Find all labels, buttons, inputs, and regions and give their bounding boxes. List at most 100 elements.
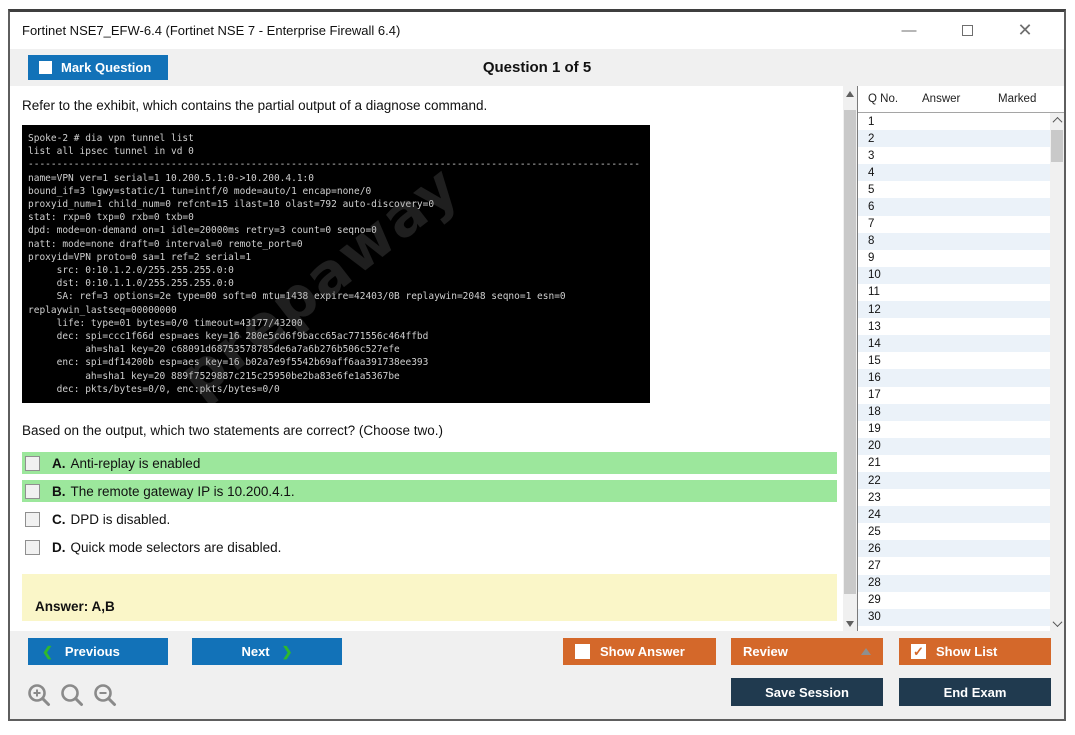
row-question-number: 8 [868,235,875,248]
end-exam-label: End Exam [943,684,1007,700]
question-list-row[interactable]: 21 [858,455,1050,472]
option-text: Quick mode selectors are disabled. [70,539,282,555]
question-list-row[interactable]: 19 [858,421,1050,438]
console-line: enc: spi=df14200b esp=aes key=16 b02a7e9… [28,357,429,369]
close-icon[interactable]: ✕ [1017,20,1033,40]
option-text: The remote gateway IP is 10.200.4.1. [70,483,295,499]
console-line: ah=sha1 key=20 c68091d68753578785de6a7a6… [28,344,400,356]
question-list-row[interactable]: 27 [858,557,1050,574]
content-scrollbar-thumb[interactable] [844,110,856,594]
next-button[interactable]: Next ❯ [192,638,342,665]
question-list-row[interactable]: 22 [858,471,1050,490]
zoom-out-icon[interactable] [92,682,119,709]
question-list-row[interactable]: 24 [858,506,1050,524]
save-session-label: Save Session [765,684,849,700]
question-list-row[interactable]: 15 [858,352,1050,369]
zoom-reset-icon[interactable] [59,682,86,709]
question-list-row[interactable]: 26 [858,540,1050,558]
question-list-scrollbar-thumb[interactable] [1051,130,1063,162]
question-list-row[interactable]: 17 [858,387,1050,404]
maximize-icon[interactable] [938,12,996,49]
question-list-row[interactable]: 6 [858,198,1050,216]
option-row-b[interactable]: B.The remote gateway IP is 10.200.4.1. [22,480,837,502]
option-row-a[interactable]: A.Anti-replay is enabled [22,452,837,474]
scroll-down-icon[interactable] [843,616,857,631]
list-scroll-down-icon[interactable] [1050,616,1064,631]
question-list-row[interactable]: 1 [858,113,1050,130]
question-list-row[interactable]: 25 [858,523,1050,540]
minimize-icon[interactable]: — [901,22,917,39]
question-list-row[interactable]: 11 [858,284,1050,301]
question-list-row[interactable]: 4 [858,164,1050,182]
question-list-row[interactable]: 14 [858,335,1050,353]
question-list-row[interactable]: 12 [858,301,1050,319]
question-list-row[interactable]: 18 [858,403,1050,421]
show-list-button[interactable]: ✓ Show List [899,638,1051,665]
question-list-header: Q No. Answer Marked [858,86,1064,113]
option-checkbox[interactable] [25,483,40,499]
question-list-row[interactable]: 13 [858,318,1050,335]
console-line: SA: ref=3 options=2e type=00 soft=0 mtu=… [28,291,566,303]
scroll-up-icon[interactable] [843,86,857,101]
question-header-band: Mark Question Question 1 of 5 [10,49,1064,86]
answer-text: Answer: A,B [35,599,115,614]
row-question-number: 22 [868,474,881,487]
option-row-d[interactable]: D.Quick mode selectors are disabled. [22,536,837,558]
question-list-row[interactable]: 23 [858,489,1050,506]
previous-button[interactable]: ❮ Previous [28,638,168,665]
option-text: DPD is disabled. [70,511,171,527]
question-list-row[interactable]: 29 [858,592,1050,609]
question-list-row[interactable]: 9 [858,250,1050,267]
row-question-number: 10 [868,269,881,282]
question-list-row[interactable]: 30 [858,608,1050,626]
row-question-number: 6 [868,201,875,214]
show-list-checkbox[interactable]: ✓ [911,644,926,659]
option-letter: B. [52,483,66,499]
save-session-button[interactable]: Save Session [731,678,883,706]
row-question-number: 15 [868,354,881,367]
content-scrollbar[interactable] [843,86,857,631]
question-list-row[interactable]: 8 [858,232,1050,250]
previous-label: Previous [64,644,120,659]
question-list-row[interactable]: 5 [858,181,1050,198]
question-list-row[interactable]: 3 [858,147,1050,164]
console-line: name=VPN ver=1 serial=1 10.200.5.1:0->10… [28,172,314,184]
end-exam-button[interactable]: End Exam [899,678,1051,706]
row-question-number: 18 [868,406,881,419]
question-list-row[interactable]: 7 [858,216,1050,233]
option-checkbox[interactable] [25,455,40,471]
zoom-controls [26,682,119,709]
row-question-number: 11 [868,286,880,299]
zoom-in-icon[interactable] [26,682,53,709]
question-prompt-text: Based on the output, which two statement… [22,423,443,438]
show-answer-checkbox[interactable] [575,644,590,659]
row-question-number: 25 [868,525,881,538]
mark-question-checkbox[interactable] [39,61,52,74]
console-line: replaywin_lastseq=00000000 [28,304,177,316]
console-line: proxyid=VPN proto=0 sa=1 ref=2 serial=1 [28,251,252,263]
row-question-number: 7 [868,218,875,231]
mark-question-button[interactable]: Mark Question [28,55,168,80]
window-title: Fortinet NSE7_EFW-6.4 (Fortinet NSE 7 - … [22,23,401,38]
question-list-scrollbar[interactable] [1050,113,1064,631]
question-list-row[interactable]: 28 [858,574,1050,592]
show-answer-button[interactable]: Show Answer [563,638,716,665]
question-counter: Question 1 of 5 [482,59,592,76]
question-list-row[interactable]: 20 [858,437,1050,455]
list-scroll-up-icon[interactable] [1050,113,1064,128]
question-list-row[interactable]: 2 [858,130,1050,148]
row-question-number: 27 [868,559,881,572]
question-list-row[interactable]: 10 [858,266,1050,284]
review-button[interactable]: Review [731,638,883,665]
option-row-c[interactable]: C.DPD is disabled. [22,508,837,530]
chevron-right-icon: ❯ [281,643,293,659]
option-checkbox[interactable] [25,539,40,555]
option-checkbox[interactable] [25,511,40,527]
row-question-number: 20 [868,440,881,453]
column-q-no: Q No. [868,93,899,105]
question-list-row[interactable]: 16 [858,369,1050,387]
row-question-number: 14 [868,337,881,350]
column-answer: Answer [922,93,961,105]
